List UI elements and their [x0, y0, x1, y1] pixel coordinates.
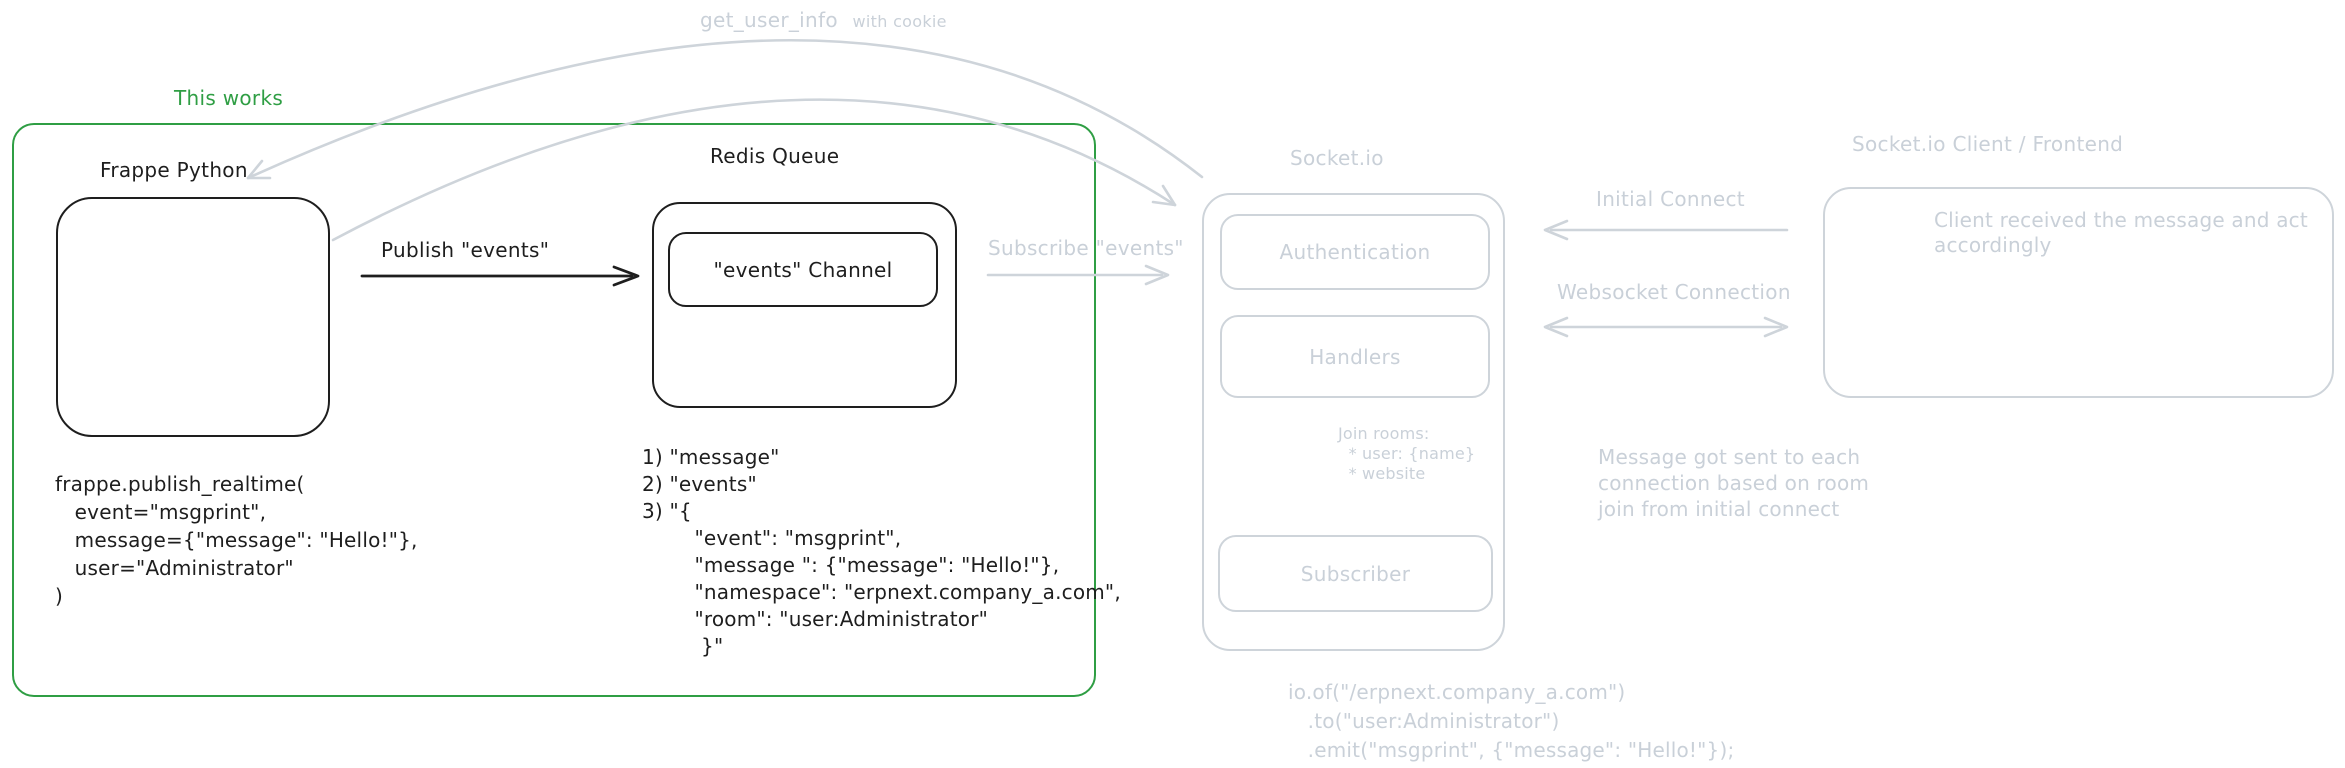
events-channel-box: "events" Channel	[668, 232, 938, 307]
authentication-box: Authentication	[1220, 214, 1490, 290]
frappe-python-box	[56, 197, 330, 437]
subscriber-label: Subscriber	[1300, 561, 1411, 586]
subscribe-arrow-label: Subscribe "events"	[988, 236, 1184, 260]
handlers-box: Handlers	[1220, 315, 1490, 398]
socketio-box	[1202, 193, 1505, 651]
socketio-code: io.of("/erpnext.company_a.com") .to("use…	[1288, 680, 1735, 762]
websocket-connection-arrow	[1543, 316, 1789, 338]
client-box	[1823, 187, 2334, 398]
room-join-note: Message got sent to each connection base…	[1598, 445, 1870, 521]
initial-connect-arrow	[1543, 219, 1789, 241]
redis-entries-list: 1) "message" 2) "events" 3) "{ "event": …	[642, 445, 1121, 658]
subscriber-box: Subscriber	[1218, 535, 1493, 612]
this-works-caption: This works	[174, 86, 284, 110]
frappe-python-title: Frappe Python	[100, 158, 248, 182]
events-channel-label: "events" Channel	[713, 257, 893, 282]
client-body-note: Client received the message and act acco…	[1934, 208, 2308, 257]
get-user-info-label-suffix: with cookie	[852, 12, 947, 31]
get-user-info-label-main: get_user_info	[700, 8, 838, 32]
redis-queue-title: Redis Queue	[710, 144, 840, 168]
authentication-label: Authentication	[1279, 240, 1431, 264]
initial-connect-label: Initial Connect	[1596, 187, 1745, 211]
publish-arrow-label: Publish "events"	[381, 238, 550, 262]
handlers-label: Handlers	[1309, 344, 1401, 369]
join-rooms-note: Join rooms: * user: {name} * website	[1338, 424, 1476, 483]
websocket-connection-label: Websocket Connection	[1557, 280, 1791, 304]
client-title: Socket.io Client / Frontend	[1852, 132, 2124, 156]
get-user-info-label: get_user_info with cookie	[700, 8, 947, 32]
frappe-code: frappe.publish_realtime( event="msgprint…	[55, 472, 418, 608]
socketio-title: Socket.io	[1290, 146, 1384, 170]
